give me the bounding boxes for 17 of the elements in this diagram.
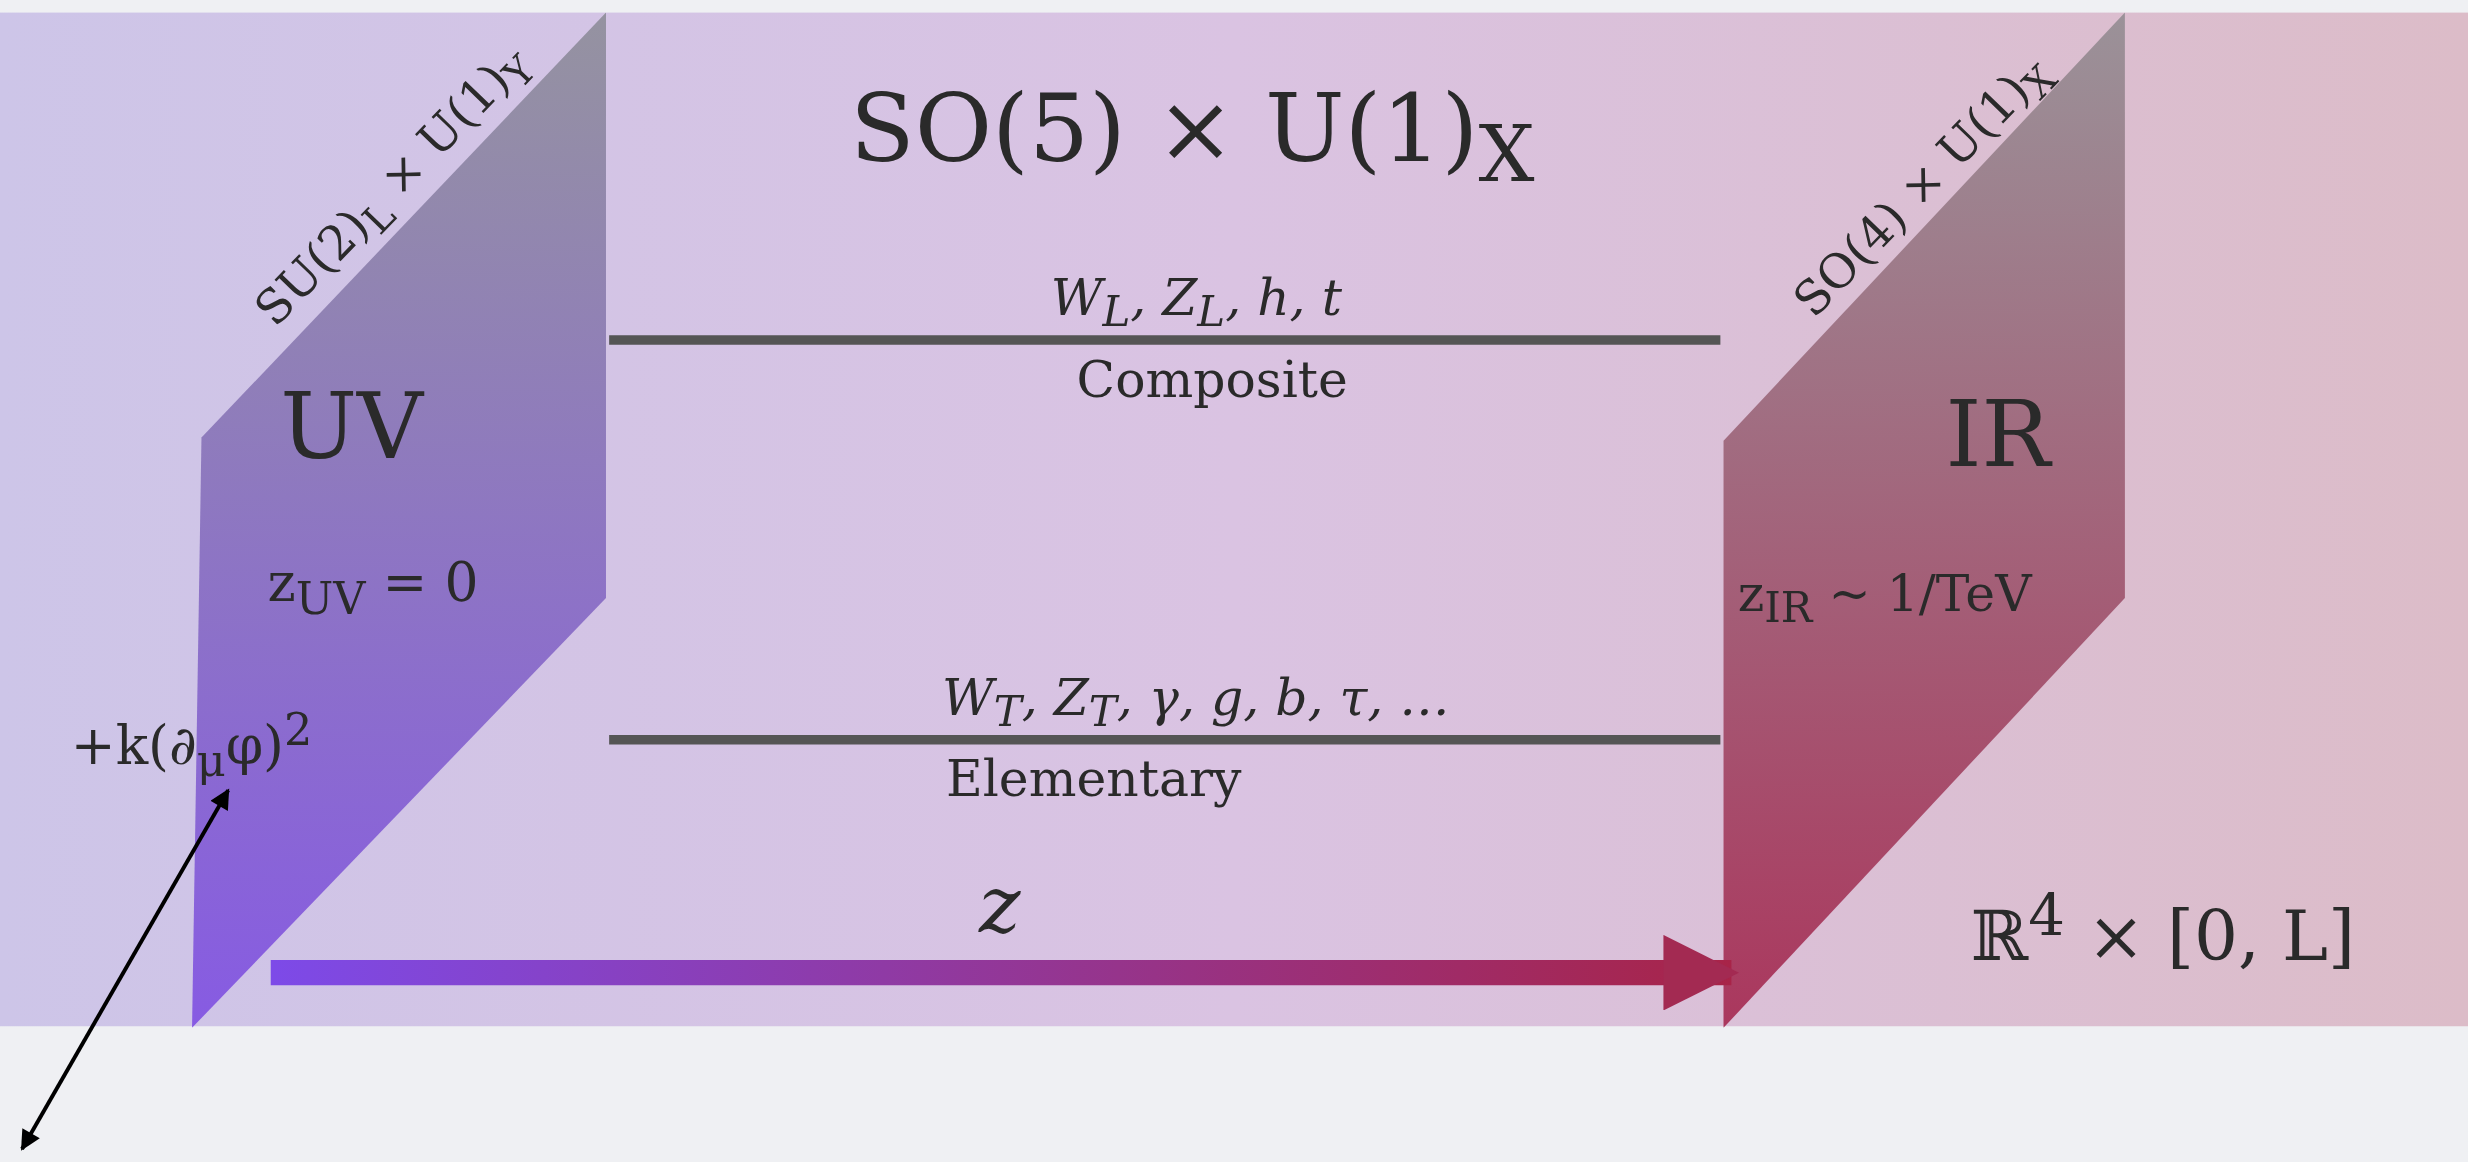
edge-label: W$_{T}$, Z$_{T}$, γ, g, b, τ, … [942,670,1450,735]
position-label: z$_{IR}$ ~ 1/TeV [1737,566,2032,631]
connector-line [609,335,1721,345]
line-caption: Elementary [945,752,1242,808]
double-headed-arrow [20,788,230,1151]
edge-label: z [979,862,1021,950]
symmetry-group-label: SO(5) × U(1)$_{X}$ [849,75,1535,199]
brane-label: UV [280,377,424,479]
line-caption: Composite [1076,352,1348,408]
spacetime-label: ℝ$^{4}$ × [0, L] [1970,884,2356,975]
position-label: z$_{UV}$ = 0 [267,554,479,624]
kinetic-term-label: +k(∂$_{μ}$φ)$^{2}$ [70,703,410,783]
brane-label: IR [1945,385,2051,487]
connector-line [609,735,1721,745]
arrow [270,934,1739,1011]
edge-label: W$_{L}$, Z$_{L}$, h, t [1050,270,1342,335]
bulk-region [0,12,2468,1027]
